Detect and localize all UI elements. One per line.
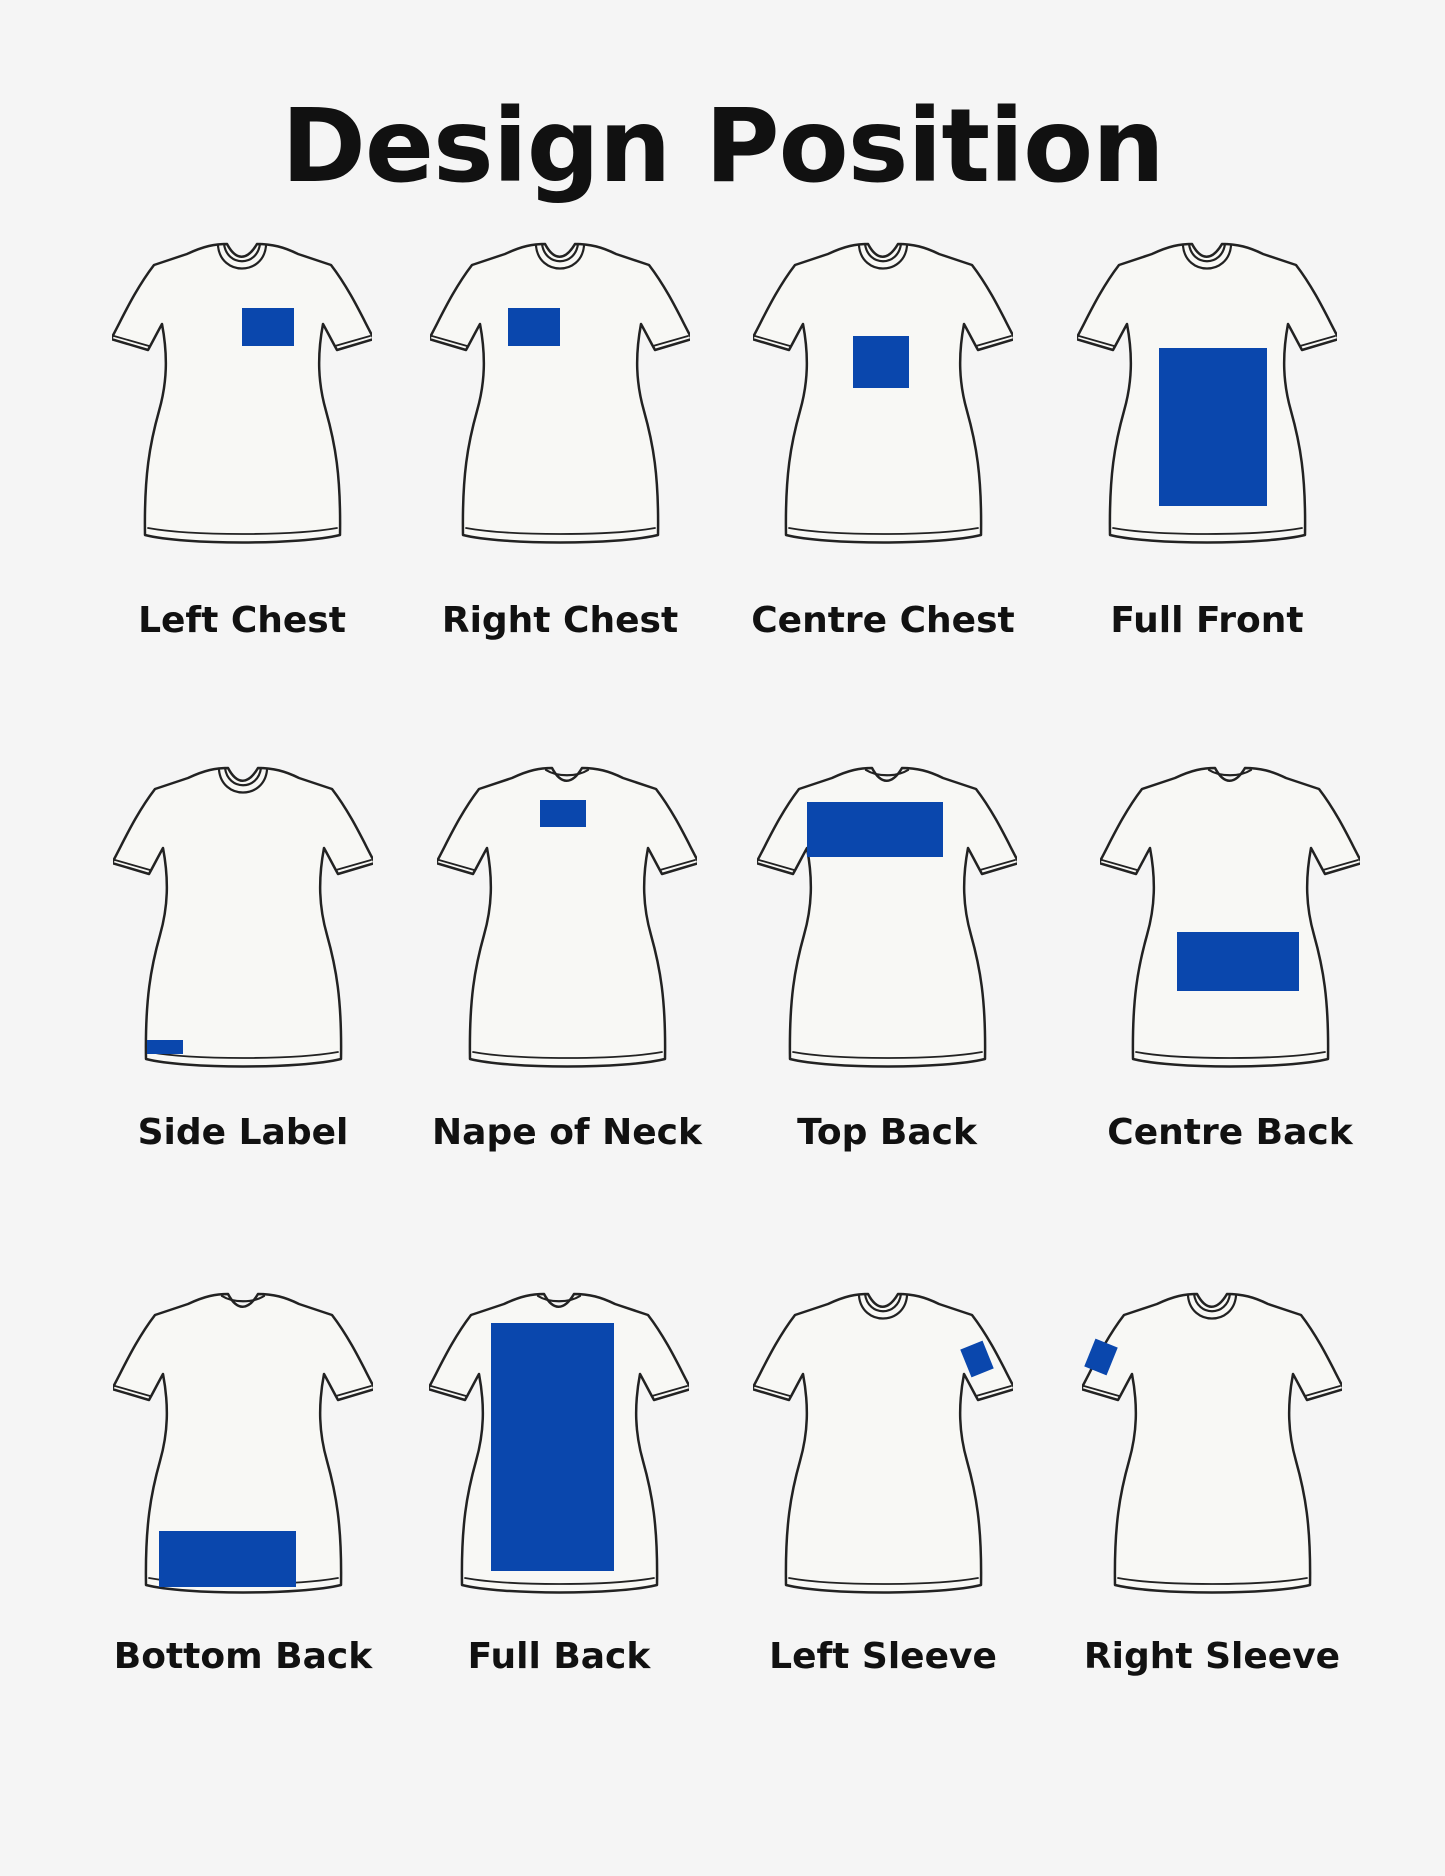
- position-card-side-label: Side Label: [93, 760, 393, 1200]
- t-shirt-front-icon: [430, 236, 690, 546]
- print-area-highlight: [491, 1323, 614, 1571]
- print-area-highlight: [853, 336, 909, 388]
- position-label-full-front: Full Front: [1037, 598, 1377, 644]
- shirt-body: [1082, 1294, 1342, 1593]
- t-shirt-back-icon: [113, 1286, 373, 1596]
- t-shirt-back-icon: [429, 1286, 689, 1596]
- print-area-highlight: [540, 800, 586, 827]
- t-shirt-front-icon: [113, 760, 373, 1070]
- shirt-body: [753, 1294, 1013, 1593]
- t-shirt-back-icon: [1100, 760, 1360, 1070]
- position-label-left-sleeve: Left Sleeve: [713, 1634, 1053, 1680]
- t-shirt-front-icon: [753, 236, 1013, 546]
- position-label-full-back: Full Back: [389, 1634, 729, 1680]
- t-shirt-back-icon: [757, 760, 1017, 1070]
- position-card-centre-back: Centre Back: [1080, 760, 1380, 1200]
- t-shirt-front-icon: [112, 236, 372, 546]
- t-shirt-front-icon: [1077, 236, 1337, 546]
- print-area-highlight: [1159, 348, 1267, 506]
- shirt-body: [112, 244, 372, 543]
- position-label-centre-chest: Centre Chest: [713, 598, 1053, 644]
- print-area-highlight: [807, 802, 943, 857]
- t-shirt-back-icon: [429, 1286, 689, 1596]
- print-area-highlight: [1177, 932, 1299, 991]
- print-area-highlight: [147, 1040, 183, 1054]
- position-card-top-back: Top Back: [737, 760, 1037, 1200]
- t-shirt-back-icon: [757, 760, 1017, 1070]
- position-card-left-chest: Left Chest: [92, 236, 392, 676]
- shirt-body: [430, 244, 690, 543]
- position-card-left-sleeve: Left Sleeve: [733, 1286, 1033, 1726]
- position-label-side-label: Side Label: [73, 1110, 413, 1156]
- t-shirt-front-icon: [1082, 1286, 1342, 1596]
- position-label-bottom-back: Bottom Back: [73, 1634, 413, 1680]
- t-shirt-front-icon: [753, 1286, 1013, 1596]
- shirt-body: [753, 244, 1013, 543]
- print-area-highlight: [159, 1531, 296, 1587]
- t-shirt-front-icon: [753, 1286, 1013, 1596]
- shirt-body: [113, 768, 373, 1067]
- position-card-right-chest: Right Chest: [410, 236, 710, 676]
- position-card-nape-of-neck: Nape of Neck: [417, 760, 717, 1200]
- position-card-full-front: Full Front: [1057, 236, 1357, 676]
- t-shirt-front-icon: [1077, 236, 1337, 546]
- position-card-right-sleeve: Right Sleeve: [1062, 1286, 1362, 1726]
- t-shirt-front-icon: [753, 236, 1013, 546]
- t-shirt-back-icon: [113, 1286, 373, 1596]
- t-shirt-front-icon: [113, 760, 373, 1070]
- position-card-bottom-back: Bottom Back: [93, 1286, 393, 1726]
- position-label-centre-back: Centre Back: [1060, 1110, 1400, 1156]
- position-label-right-chest: Right Chest: [390, 598, 730, 644]
- t-shirt-front-icon: [112, 236, 372, 546]
- t-shirt-front-icon: [430, 236, 690, 546]
- t-shirt-back-icon: [1100, 760, 1360, 1070]
- position-card-full-back: Full Back: [409, 1286, 709, 1726]
- position-card-centre-chest: Centre Chest: [733, 236, 1033, 676]
- t-shirt-back-icon: [437, 760, 697, 1070]
- position-label-right-sleeve: Right Sleeve: [1042, 1634, 1382, 1680]
- shirt-body: [1100, 768, 1360, 1067]
- t-shirt-back-icon: [437, 760, 697, 1070]
- position-label-top-back: Top Back: [717, 1110, 1057, 1156]
- print-area-highlight: [242, 308, 294, 346]
- position-label-left-chest: Left Chest: [72, 598, 412, 644]
- print-area-highlight: [508, 308, 560, 346]
- t-shirt-front-icon: [1082, 1286, 1342, 1596]
- position-label-nape-of-neck: Nape of Neck: [397, 1110, 737, 1156]
